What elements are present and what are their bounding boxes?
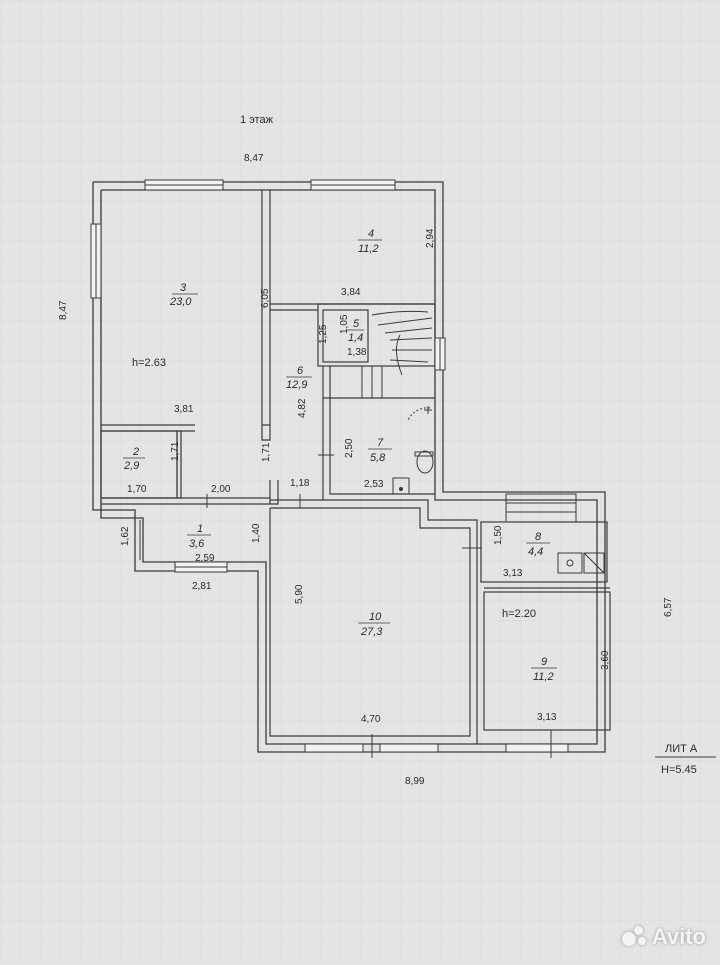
svg-text:4,82: 4,82: [297, 398, 308, 418]
svg-text:1,71: 1,71: [261, 442, 272, 462]
svg-text:1,25: 1,25: [318, 324, 329, 344]
avito-brand-text: Avito: [651, 924, 706, 949]
svg-text:1: 1: [197, 523, 203, 535]
svg-text:3,13: 3,13: [537, 712, 557, 723]
svg-text:7: 7: [377, 437, 384, 449]
room-9-label: 9 11,2: [531, 656, 557, 683]
svg-text:1,4: 1,4: [348, 332, 363, 344]
svg-text:12,9: 12,9: [286, 379, 307, 391]
bathroom-fixtures: [392, 406, 434, 495]
svg-text:1,70: 1,70: [127, 484, 147, 495]
svg-text:3,13: 3,13: [503, 568, 523, 579]
room-5-label: 5 1,4: [346, 318, 364, 344]
svg-text:27,3: 27,3: [360, 626, 383, 638]
svg-text:2,81: 2,81: [192, 581, 212, 592]
windows: [90, 179, 569, 753]
svg-text:1,62: 1,62: [120, 526, 131, 546]
room-7-label: 7 5,8: [368, 437, 392, 464]
lit-label: ЛИТ А: [665, 743, 698, 755]
room-6-label: 6 12,9: [286, 365, 312, 391]
overall-dim-right: 6,57: [663, 597, 674, 617]
svg-text:9: 9: [541, 656, 547, 668]
svg-text:2,59: 2,59: [195, 553, 215, 564]
ceiling-height-main: h=2.63: [132, 357, 166, 369]
svg-text:2,9: 2,9: [123, 460, 139, 472]
overall-dim-top: 8,47: [244, 153, 264, 164]
svg-text:3,6: 3,6: [189, 538, 205, 550]
room-10-label: 10 27,3: [358, 611, 390, 638]
svg-text:1,05: 1,05: [339, 314, 350, 334]
room-2-label: 2 2,9: [123, 446, 145, 472]
room-4-label: 4 11,2: [358, 228, 382, 255]
room-8-label: 8 4,4: [526, 531, 550, 558]
outer-walls: [92, 181, 606, 753]
svg-text:5,8: 5,8: [370, 452, 386, 464]
avito-logo-icon: [621, 926, 648, 948]
svg-text:8: 8: [535, 531, 542, 543]
svg-text:4: 4: [368, 228, 374, 240]
svg-text:3,84: 3,84: [341, 287, 361, 298]
svg-text:1,50: 1,50: [493, 525, 504, 545]
floor-title: 1 этаж: [240, 114, 274, 126]
svg-text:2,00: 2,00: [211, 484, 231, 495]
overall-dim-bottom: 8,99: [405, 776, 425, 787]
room-1-label: 1 3,6: [187, 523, 211, 550]
kitchen-fixtures: [557, 552, 605, 574]
svg-text:3,60: 3,60: [600, 650, 611, 670]
dimension-labels: 3,81 6,05 2,94 3,84 1,25 1,05 1,38 4,82 …: [120, 228, 611, 725]
svg-text:11,2: 11,2: [358, 243, 379, 255]
staircase: [361, 310, 433, 398]
height-label: H=5.45: [661, 764, 697, 776]
entry-steps: [505, 493, 577, 523]
svg-text:4,4: 4,4: [528, 546, 543, 558]
svg-text:2,50: 2,50: [344, 438, 355, 458]
svg-text:5,90: 5,90: [294, 584, 305, 604]
svg-text:1,71: 1,71: [170, 441, 181, 461]
room-3-label: 3 23,0: [169, 282, 198, 308]
avito-watermark: Avito: [621, 924, 706, 950]
svg-text:1,18: 1,18: [290, 478, 310, 489]
svg-text:2: 2: [132, 446, 139, 458]
svg-text:10: 10: [369, 611, 382, 623]
svg-text:23,0: 23,0: [169, 296, 192, 308]
svg-text:3,81: 3,81: [174, 404, 194, 415]
svg-text:1,38: 1,38: [347, 347, 367, 358]
ceiling-height-annex: h=2.20: [502, 608, 536, 620]
svg-text:4,70: 4,70: [361, 714, 381, 725]
interior-walls: [100, 190, 611, 744]
door-marks: [139, 454, 552, 758]
svg-text:2,94: 2,94: [425, 228, 436, 248]
svg-text:5: 5: [353, 318, 360, 330]
overall-dim-left: 8,47: [58, 300, 69, 320]
svg-text:2,53: 2,53: [364, 479, 384, 490]
svg-text:1,40: 1,40: [251, 523, 262, 543]
svg-text:3: 3: [180, 282, 187, 294]
svg-text:11,2: 11,2: [533, 671, 554, 683]
svg-text:6: 6: [297, 365, 304, 377]
svg-text:6,05: 6,05: [260, 288, 271, 308]
